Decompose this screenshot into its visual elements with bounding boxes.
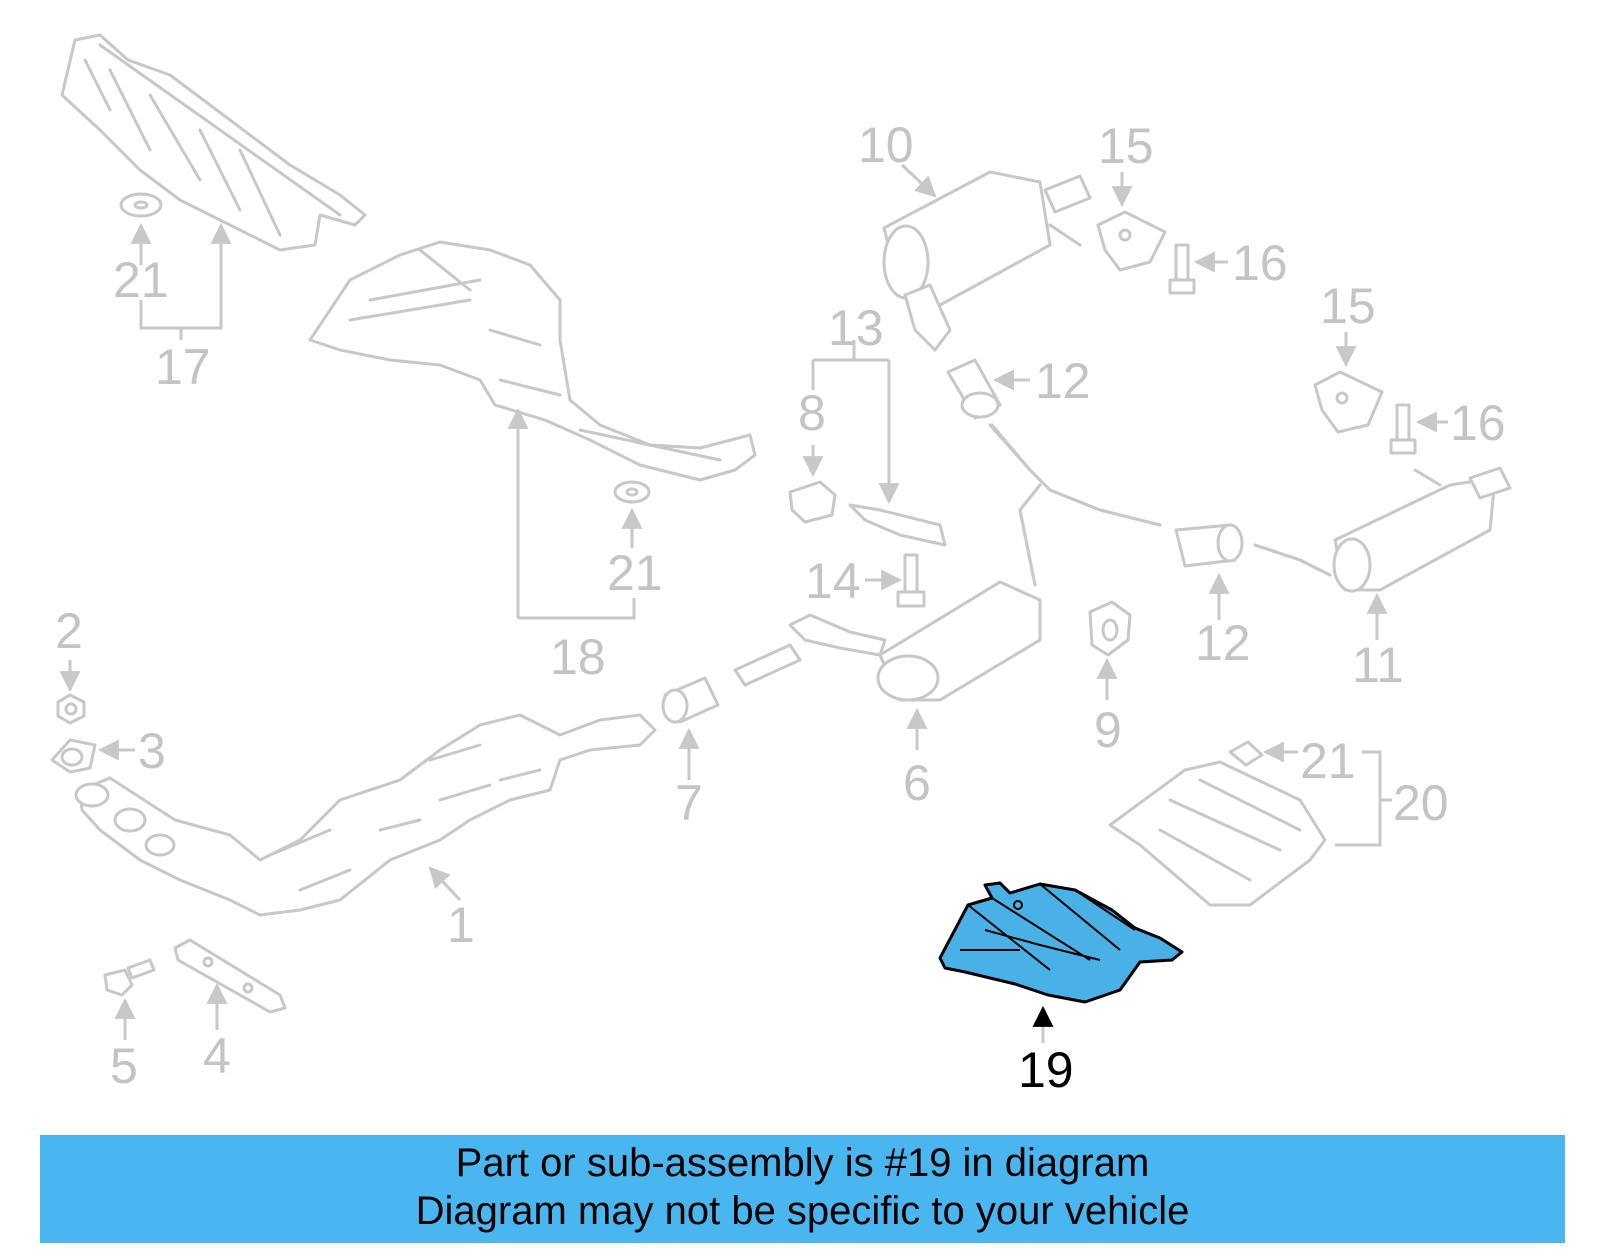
- callout-11: 11: [1352, 637, 1404, 693]
- callout-8: 8: [798, 385, 826, 441]
- callout-18: 18: [550, 629, 606, 685]
- callout-21-b: 21: [607, 545, 663, 601]
- callout-3: 3: [138, 723, 166, 779]
- info-banner: Part or sub-assembly is #19 in diagram D…: [40, 1135, 1565, 1243]
- part-9-rubber-hanger: 9: [1088, 600, 1132, 758]
- callout-15-a: 15: [1098, 118, 1154, 174]
- part-1-front-pipe: 1: [74, 713, 657, 953]
- callout-16-b: 16: [1450, 395, 1506, 451]
- part-17-front-heat-shield: [60, 33, 367, 252]
- part-13-bracket: 13 8 14: [788, 300, 947, 609]
- part-18-center-heat-shield: [308, 240, 757, 482]
- banner-line-2: Diagram may not be specific to your vehi…: [415, 1189, 1190, 1233]
- callout-14: 14: [805, 553, 861, 609]
- callout-13: 13: [828, 300, 884, 356]
- callout-4: 4: [203, 1028, 231, 1084]
- callout-group-18: 21 18: [507, 407, 663, 685]
- callout-2: 2: [55, 603, 83, 659]
- part-6-center-muffler: 6: [733, 580, 1042, 811]
- part-10-muffler: 10: [858, 117, 1092, 352]
- part-15-hanger-upper: 15 16: [1096, 118, 1288, 295]
- part-15-hanger-right: 15 16: [1313, 278, 1506, 455]
- callout-15-b: 15: [1320, 278, 1376, 334]
- callout-20: 20: [1393, 775, 1449, 831]
- part-y-pipe-and-muffler-11: 12 11: [988, 423, 1512, 693]
- banner-line-1: Part or sub-assembly is #19 in diagram: [455, 1141, 1150, 1185]
- callout-16-a: 16: [1232, 235, 1288, 291]
- callout-10: 10: [858, 117, 914, 173]
- callout-6: 6: [903, 755, 931, 811]
- callout-1: 1: [447, 897, 475, 953]
- callout-7: 7: [675, 775, 703, 831]
- callout-12-b: 12: [1195, 615, 1251, 671]
- callout-9: 9: [1094, 702, 1122, 758]
- part-7-clamp: 7: [661, 676, 720, 831]
- callout-19: 19: [1018, 1042, 1074, 1098]
- callout-21-c: 21: [1300, 733, 1356, 789]
- part-20-rear-heat-shield: 21 20: [1108, 733, 1449, 907]
- callout-12-a: 12: [1035, 353, 1091, 409]
- part-2-nut-and-3-gasket: 2 3: [50, 603, 166, 779]
- part-12-clamp-upper: 12: [946, 353, 1091, 420]
- callout-17: 17: [155, 339, 211, 395]
- callout-5: 5: [110, 1038, 138, 1094]
- callout-21-a: 21: [113, 252, 169, 308]
- part-19-heat-shield-highlighted: 19: [938, 881, 1184, 1098]
- part-4-gasket-and-5-bolt: 4 5: [103, 938, 287, 1094]
- callout-group-17: 21 17: [113, 192, 232, 395]
